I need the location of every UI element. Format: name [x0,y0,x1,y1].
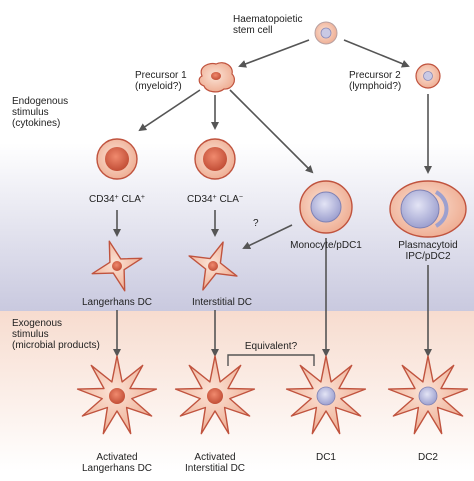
precursor-2-cell [415,63,441,89]
dc1-cell [285,355,367,435]
arrow-monocyte-to-idc [242,224,293,250]
arrow-p1-to-monocyte [229,89,314,174]
plasmacytoid-cell [389,180,467,238]
cd34-cla-neg-label: CD34+ CLA− [187,194,243,205]
interstitial-dc-cell [188,241,238,291]
equivalent-bracket [227,354,315,366]
lineage-arrows [113,39,432,357]
activated-langerhans-dc-cell [76,355,158,435]
cd34-cla-pos-label: CD34+ CLA+ [89,194,145,205]
langerhans-dc-label: Langerhans DC [81,297,153,308]
question-mark: ? [253,218,259,229]
stem-cell [314,21,338,45]
cd34-cla-neg-cell [194,138,236,180]
langerhans-dc-cell [91,240,143,292]
interstitial-dc-label: Interstitial DC [191,297,253,308]
activated-interstitial-dc-cell [174,355,256,435]
dc1-label: DC1 [315,452,337,463]
cd34-cla-pos-cell [96,138,138,180]
arrow-p1-to-cla-pos [138,89,201,132]
dc2-label: DC2 [417,452,439,463]
precursor-2-label: Precursor 2(lymphoid?) [349,70,402,92]
equivalent-label: Equivalent? [244,341,298,352]
arrow-stem-to-p1 [238,39,310,68]
dc2-cell [387,355,469,435]
monocyte-label: Monocyte/pDC1 [290,240,362,251]
endogenous-band [0,143,474,311]
precursor-1-label: Precursor 1(myeloid?) [135,70,187,92]
precursor-1-cell [198,62,236,93]
monocyte-cell [299,180,353,234]
arrow-stem-to-p2 [343,39,410,68]
